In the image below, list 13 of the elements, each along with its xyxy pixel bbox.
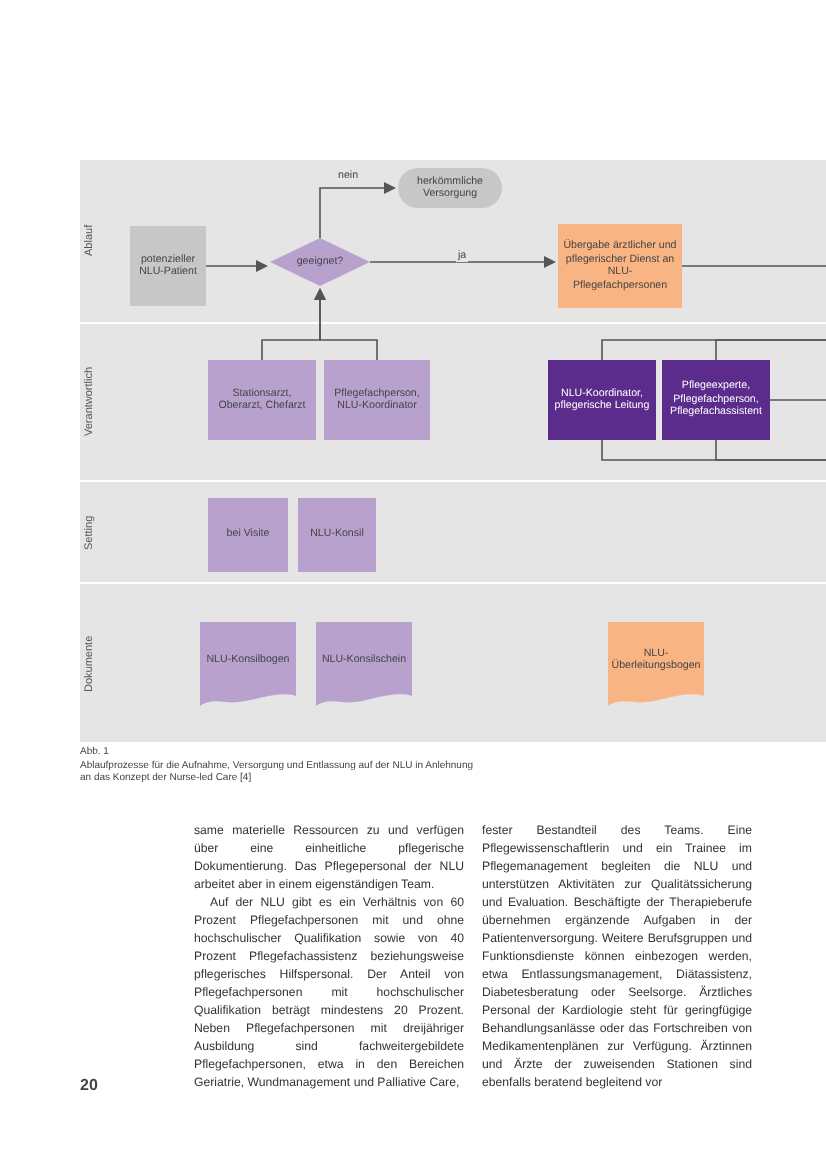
arrow — [205, 260, 268, 272]
arrow — [319, 182, 396, 239]
swimlane-band — [80, 584, 826, 742]
arrow — [369, 256, 556, 268]
connector-line — [715, 339, 826, 361]
swimlane-band — [80, 324, 826, 480]
swimlane-band — [80, 160, 826, 322]
arrow — [314, 288, 378, 361]
page-number: 20 — [80, 1080, 98, 1093]
swimlane-band — [80, 482, 826, 582]
connector-line — [769, 399, 826, 401]
connector-line — [681, 265, 826, 267]
connector-line — [715, 439, 826, 461]
